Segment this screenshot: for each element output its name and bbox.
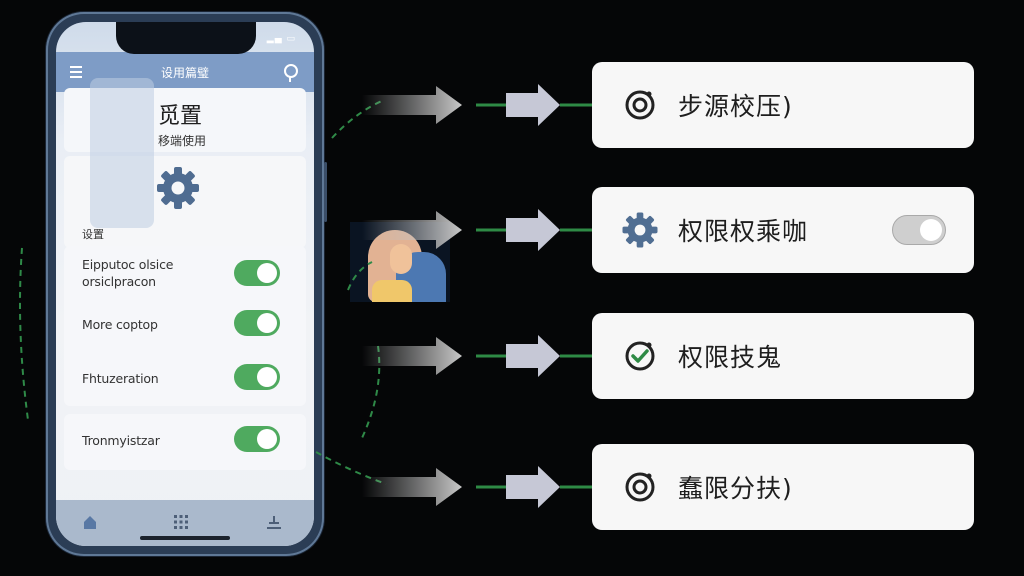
phone-screen: ▂▄ ▭ 设用篇璧 觅置 移端使用 设置: [56, 22, 314, 546]
setting-label: Tronmyistzar: [82, 433, 160, 448]
connector-row: [362, 84, 594, 126]
setting-label: Fhtuzeration: [82, 371, 159, 386]
setting-toggle[interactable]: [234, 364, 280, 390]
permission-card[interactable]: 权限权乘咖: [592, 187, 974, 273]
gear-icon[interactable]: [154, 164, 202, 212]
card-label: 蠢限分扶): [678, 474, 793, 503]
setting-label: Eipputoc olsice orsiclpracon: [82, 257, 174, 289]
setting-label: More coptop: [82, 317, 158, 332]
target-icon: [625, 90, 655, 120]
home-icon[interactable]: [82, 514, 98, 530]
connector-row: [362, 335, 594, 377]
page-title: 觅置: [158, 104, 203, 129]
check-circle-icon: [625, 341, 655, 371]
connector-row: [362, 209, 594, 251]
home-indicator: [140, 536, 230, 540]
side-button: [324, 162, 327, 222]
card-label: 权限技鬼: [678, 343, 783, 372]
card-label: 步源校压): [678, 92, 793, 121]
gear-icon: [622, 212, 658, 248]
page-subtitle: 移端使用: [158, 134, 207, 148]
target-icon: [625, 472, 655, 502]
app-bar: 设用篇璧: [56, 52, 314, 92]
location-icon[interactable]: [284, 64, 298, 82]
sort-icon[interactable]: [266, 514, 282, 530]
placeholder-image: [90, 78, 154, 228]
menu-icon[interactable]: [70, 66, 82, 81]
permission-card[interactable]: 权限技鬼: [592, 313, 974, 399]
grid-icon[interactable]: [173, 514, 189, 530]
phone-mockup: ▂▄ ▭ 设用篇璧 觅置 移端使用 设置: [46, 12, 327, 556]
permission-card[interactable]: 步源校压): [592, 62, 974, 148]
card-label: 权限权乘咖: [678, 217, 809, 246]
permission-card[interactable]: 蠢限分扶): [592, 444, 974, 530]
connector-row: [362, 466, 594, 508]
setting-toggle[interactable]: [234, 426, 280, 452]
app-title: 设用篇璧: [160, 65, 209, 80]
section-label: 设置: [82, 228, 104, 241]
setting-toggle[interactable]: [234, 260, 280, 286]
phone-notch: [116, 22, 256, 54]
status-icons: ▂▄ ▭: [266, 34, 296, 44]
setting-toggle[interactable]: [234, 310, 280, 336]
card-toggle[interactable]: [892, 215, 946, 245]
